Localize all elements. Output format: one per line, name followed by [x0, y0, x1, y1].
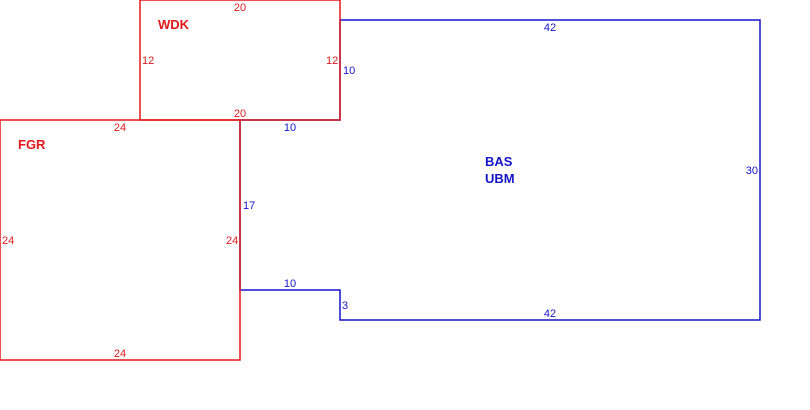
fgr-area-outline	[0, 119, 241, 361]
bas-label: BAS	[485, 154, 513, 169]
bas-left-dimension: 17	[243, 200, 255, 212]
bas-step-upper-vertical-dimension: 10	[343, 65, 355, 77]
wdk-bottom-dimension: 20	[234, 108, 246, 120]
fgr-top-dimension: 24	[114, 122, 126, 134]
bas-top-dimension: 42	[544, 22, 556, 34]
bas-step-upper-horizontal-dimension: 10	[284, 122, 296, 134]
fgr-label: FGR	[18, 137, 46, 152]
bas-bottom-dimension: 42	[544, 308, 556, 320]
bas-area-outline	[239, 19, 761, 321]
bas-right-dimension: 30	[746, 165, 758, 177]
wdk-area-outline	[139, 0, 341, 121]
fgr-left-dimension: 24	[2, 235, 14, 247]
wdk-top-dimension: 20	[234, 2, 246, 14]
wdk-left-dimension: 12	[142, 55, 154, 67]
bas-step-lower-horizontal-dimension: 10	[284, 278, 296, 290]
fgr-right-dimension: 24	[226, 235, 238, 247]
wdk-label: WDK	[158, 17, 190, 32]
bas-step-lower-vertical-dimension: 3	[342, 300, 348, 312]
ubm-label: UBM	[485, 171, 515, 186]
wdk-right-dimension: 12	[326, 55, 338, 67]
fgr-bottom-dimension: 24	[114, 348, 126, 360]
